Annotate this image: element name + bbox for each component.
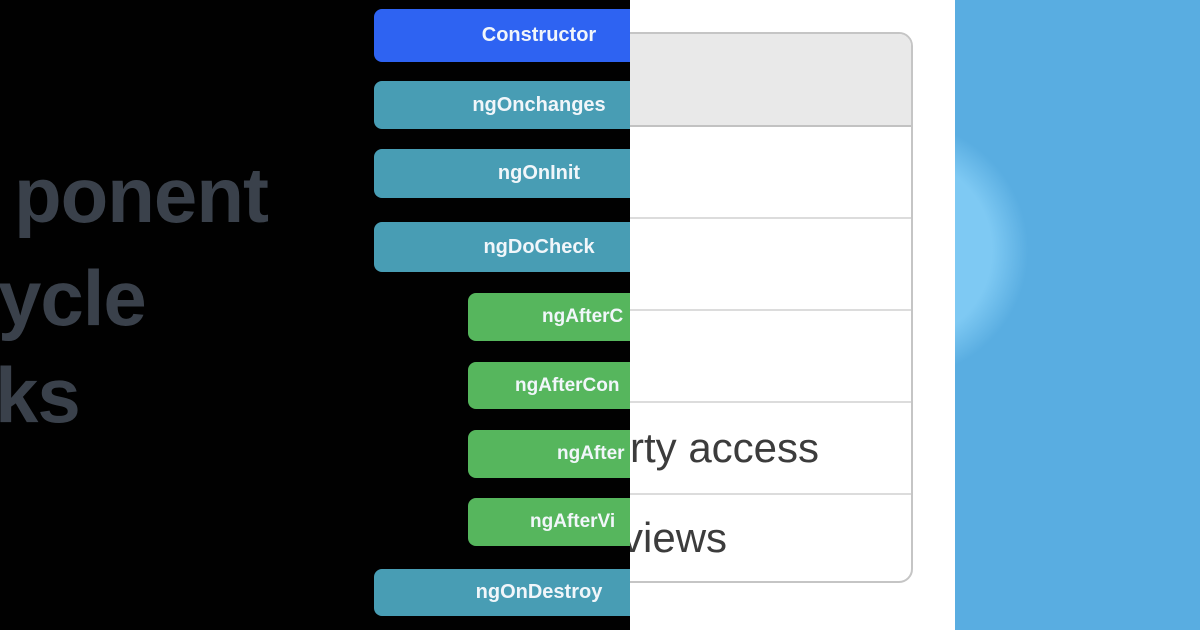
- table-header: [630, 34, 911, 127]
- table-row: [630, 219, 911, 311]
- page-title-line-1: ponent: [14, 151, 269, 239]
- lifecycle-step-label: ngAfter: [557, 443, 625, 464]
- table-row: views: [630, 495, 911, 581]
- lifecycle-step-label: ngAfterVi: [530, 511, 616, 532]
- lifecycle-step-label: ngAfterCon: [515, 374, 620, 396]
- lifecycle-step-ngoninit[interactable]: ngOnInit: [374, 149, 630, 198]
- lifecycle-step-ngonchanges[interactable]: ngOnchanges: [374, 81, 630, 129]
- table-row: [630, 127, 911, 219]
- lifecycle-step-ngaftercontentchecked[interactable]: ngAfterCon: [468, 362, 630, 409]
- table-row: [630, 311, 911, 403]
- table-row: rty access: [630, 403, 911, 495]
- lifecycle-step-label: ngAfterC: [542, 306, 624, 327]
- page-title-line-3: ks: [0, 351, 81, 439]
- lifecycle-step-ngafterviewchecked[interactable]: ngAfterVi: [468, 498, 630, 546]
- table-cell-text: views: [630, 514, 728, 561]
- description-table: rty access views: [630, 32, 913, 583]
- page-title-line-2: ycle: [0, 254, 147, 342]
- table-cell-text: rty access: [630, 424, 820, 471]
- lifecycle-step-ngondestroy[interactable]: ngOnDestroy: [374, 569, 630, 616]
- lifecycle-step-ngaftercontentinit[interactable]: ngAfterC: [468, 293, 630, 341]
- title-panel: ponent ycle ks Constructor ngOnchanges n…: [0, 9, 630, 616]
- description-strip: rty access views: [630, 0, 955, 630]
- lifecycle-step-ngdocheck[interactable]: ngDoCheck: [374, 222, 630, 272]
- blue-gradient-panel: [955, 0, 1200, 630]
- lifecycle-step-ngafterviewinit[interactable]: ngAfter: [468, 430, 630, 478]
- lifecycle-step-constructor[interactable]: Constructor: [374, 9, 630, 62]
